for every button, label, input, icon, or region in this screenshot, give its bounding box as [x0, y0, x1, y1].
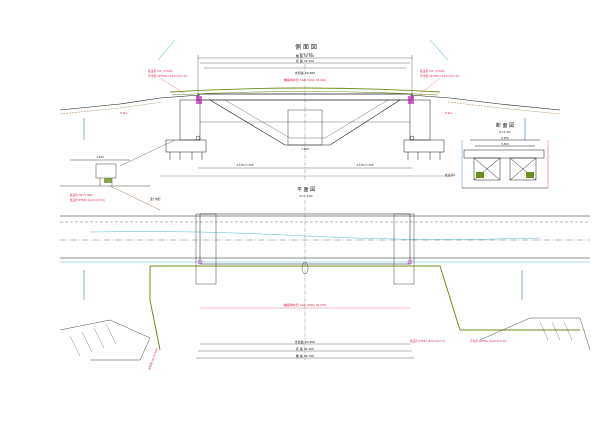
- plan-hatching-right: [539, 321, 573, 341]
- plan-bank-right: [479, 317, 591, 351]
- elevation-span-left: 4.150×1.300: [236, 163, 253, 167]
- girder-deck-green: [169, 87, 441, 93]
- girder-deck-green2: [171, 91, 439, 96]
- right-elev-note: H.W.L.: [445, 111, 453, 115]
- plan-span-length: 支間長 29.800: [295, 339, 316, 344]
- plan-pier: [301, 261, 309, 275]
- plan-girder-length: 桁 長 32.500: [296, 346, 314, 351]
- plan-view: 平 面 図 S=1:100 橋梁排水管 SGP-300A 32.000: [59, 187, 591, 371]
- detail-label-b: 既設管 ZTK50 (4.6m 6×t 6): [70, 198, 105, 202]
- detail-label-a: 既設管 (W=0.300): [70, 193, 93, 197]
- bearing-left: [196, 96, 202, 104]
- section-note: 既設護岸: [445, 173, 456, 177]
- embankment-right: [447, 101, 561, 115]
- elevation-annotations-left: 既設管 (W＝0.300) 汗水管 (ZTK50 (4.6m 6×t 6)) H…: [120, 39, 188, 115]
- embankment-left: [59, 101, 163, 115]
- plan-title: 平 面 図: [297, 187, 315, 193]
- section-width-inner: 5.500: [501, 142, 509, 146]
- plan-scale: S=1:100: [299, 194, 312, 198]
- abutment-left: [165, 99, 207, 160]
- elevation-title: 側 面 図: [295, 43, 317, 51]
- section-green-left: [476, 172, 484, 178]
- left-pipe-note-2: 汗水管 (ZTK50 (4.6m 6×t 6)): [148, 74, 188, 78]
- section-outline: [462, 139, 548, 189]
- plan-note-bottom-left: 既設管 (W=0.300): [147, 348, 159, 371]
- plan-marker-left: [197, 259, 203, 265]
- plan-cyan-curve: [89, 231, 541, 240]
- elevation-aux-line: [119, 139, 176, 167]
- ground-profile-left: [59, 94, 201, 111]
- plan-note-bottom-right-2: 汗水管 (ZTK50 (4.6m 6×t 6)): [470, 339, 507, 343]
- left-detail: [60, 159, 161, 211]
- plan-bank-left: [59, 319, 151, 361]
- abutment-right: [403, 99, 445, 160]
- channel-slope-inner: [224, 99, 389, 139]
- elevation-span-right: 4.150×1.300: [356, 163, 373, 167]
- elevation-girder-length: 桁 長 32.500: [296, 58, 314, 63]
- left-pipe-note: 既設管 (W＝0.300): [148, 69, 173, 73]
- section-view: 断 面 図 S=1:50 6.200 5.500 既設護岸: [445, 122, 549, 189]
- bearing-right: [408, 96, 414, 104]
- elevation-annotations-right: 既設管 (W＝0.300) 汗水管 (ZTK50 (4.6m 6×t 6)) H…: [419, 39, 460, 115]
- elevation-dimension-lines: [197, 55, 413, 100]
- center-pier: [287, 109, 323, 146]
- plan-drain-label: 橋梁排水管 SGP-300A 32.000: [284, 302, 326, 307]
- section-scale: S=1:50: [499, 130, 510, 134]
- detail-green-block: [104, 178, 112, 183]
- elevation-total-length: 橋 長 32.700: [296, 53, 314, 58]
- plan-abutment-right: [393, 213, 415, 285]
- plan-note-bottom-right: 既設管 ZTK50 (4.6m 6×t 6): [410, 339, 445, 343]
- detail-label-c: 盛土勾配: [150, 197, 161, 201]
- elevation-center-gap: 1.500: [301, 147, 309, 151]
- plan-marker-right: [407, 259, 413, 265]
- plan-hatching-left: [69, 323, 117, 357]
- section-green-right: [526, 172, 534, 178]
- ground-profile-right: [409, 94, 561, 111]
- plan-drain-pipe: [150, 265, 580, 331]
- right-pipe-note-2: 汗水管 (ZTK50 (4.6m 6×t 6)): [420, 74, 460, 78]
- plan-drain-pipe-left: [149, 266, 161, 351]
- plan-total-length: 橋 長 32.700: [296, 353, 314, 358]
- elevation-view: 側 面 図 S=1:100 橋 長 32.700 桁 長 32.500 支間長 …: [59, 39, 561, 180]
- right-pipe-note: 既設管 (W＝0.300): [420, 69, 445, 73]
- left-elev-note: H.W.L.: [120, 111, 128, 115]
- detail-top-dim: 1.500: [96, 155, 104, 159]
- plan-abutment-left: [195, 213, 217, 285]
- elevation-scale: S=1:100: [299, 52, 312, 56]
- section-width-total: 6.200: [501, 136, 509, 140]
- section-title: 断 面 図: [496, 122, 514, 129]
